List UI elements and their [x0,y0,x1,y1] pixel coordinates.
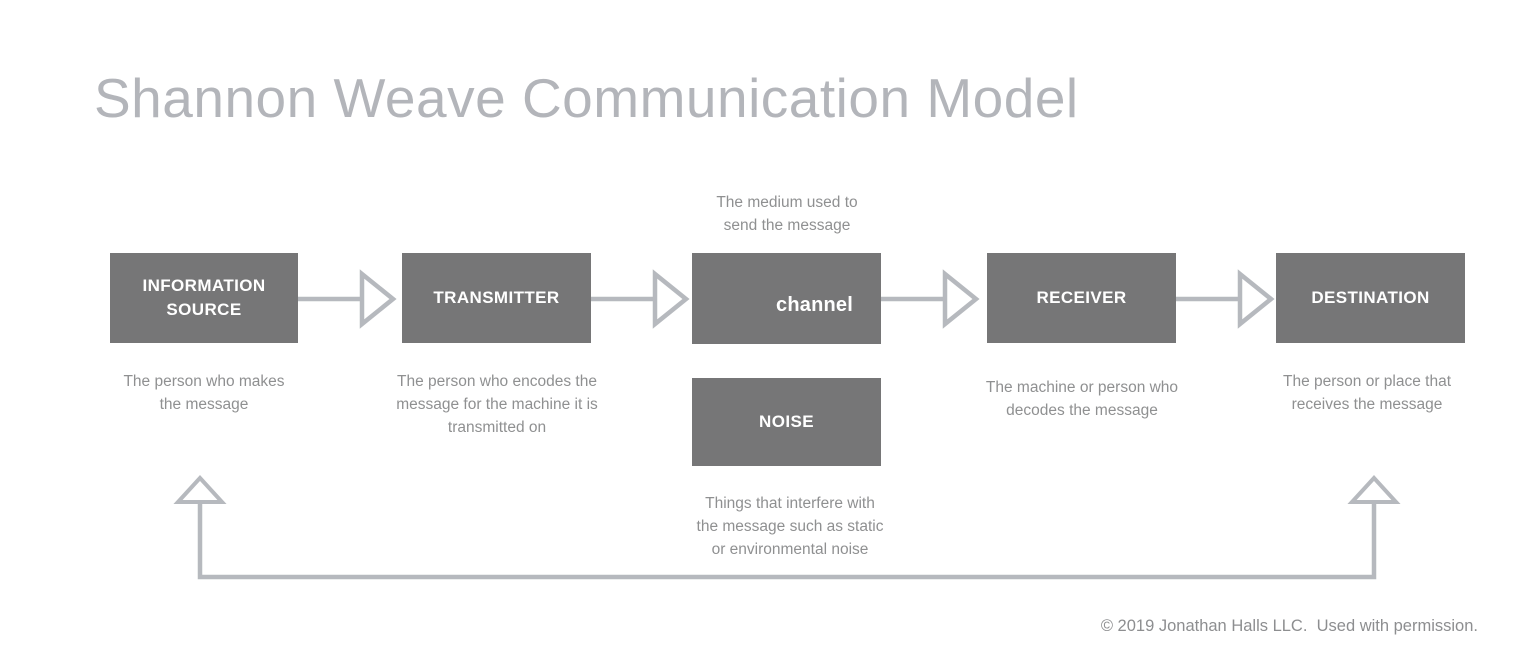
arrow-right-icon [1176,269,1275,329]
box-label: INFORMATION [142,276,266,295]
annotation-line: the message such as static [696,518,884,535]
box-destination: DESTINATION [1276,253,1465,343]
box-label: RECEIVER [1036,288,1127,307]
feedback-loop-arrow-icon [173,475,1401,580]
box-information-source: INFORMATION SOURCE [110,253,298,343]
transmitter-annotation: The person who encodes the message for t… [372,370,622,439]
annotation-line: the message [159,396,249,413]
box-label: DESTINATION [1311,288,1430,307]
destination-annotation: The person or place that receives the me… [1242,370,1492,416]
receiver-annotation: The machine or person who decodes the me… [957,376,1207,422]
page-title: Shannon Weave Communication Model [94,67,1079,129]
annotation-line: The person who encodes the [397,373,597,390]
box-label: NOISE [759,412,814,431]
box-receiver: RECEIVER [987,253,1176,343]
annotation-line: message for the machine it is [396,396,598,413]
annotation-line: Things that interfere with [705,495,875,512]
box-label: SOURCE [166,300,242,319]
arrow-right-icon [881,269,980,329]
box-channel: channel [692,253,881,344]
channel-medium-annotation: The medium used to send the message [662,191,912,237]
annotation-line: receives the message [1291,396,1443,413]
annotation-line: The person or place that [1282,373,1452,390]
annotation-line: decodes the message [1006,402,1158,419]
noise-annotation: Things that interfere with the message s… [665,492,915,561]
annotation-line: transmitted on [447,419,547,436]
box-noise: NOISE [692,378,881,466]
box-label: channel [776,293,853,316]
annotation-line: or environmental noise [711,541,869,558]
annotation-line: The machine or person who [985,379,1179,396]
arrow-right-icon [298,269,397,329]
box-label: TRANSMITTER [433,288,560,307]
copyright-note: © 2019 Jonathan Halls LLC. Used with per… [1100,617,1478,635]
box-transmitter: TRANSMITTER [402,253,591,343]
annotation-line: The medium used to [716,194,858,211]
information-source-annotation: The person who makes the message [79,370,329,416]
annotation-line: The person who makes [123,373,285,390]
annotation-line: send the message [723,217,851,234]
arrow-right-icon [591,269,690,329]
